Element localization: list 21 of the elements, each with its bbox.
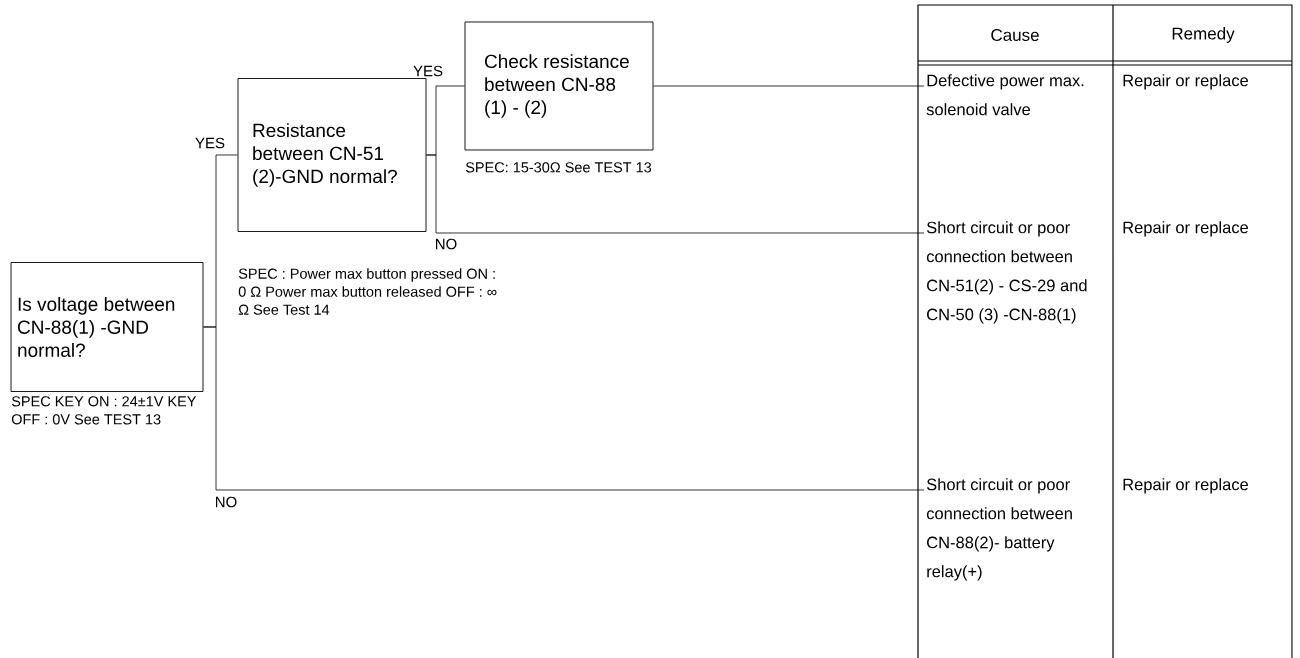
decision-box: Check resistance between CN-88 (1) - (2) [464, 21, 654, 151]
spec-note: SPEC KEY ON : 24±1V KEY OFF : 0V See TEST 13 [11, 396, 197, 425]
spec-note: SPEC : Power max button pressed ON : 0 Ω Power max button released OFF : ∞ Ω See Test 14 [238, 268, 497, 315]
decision-box: Is voltage between CN-88(1) -GND normal? [10, 262, 204, 392]
spec-note: SPEC: 15-30Ω See TEST 13 [465, 162, 652, 173]
connector-line [653, 85, 925, 87]
cause-text: Defective power max. solenoid valve [926, 74, 1084, 116]
connector-line [203, 326, 925, 491]
decision-box: Resistance between CN-51 (2)-GND normal? [237, 78, 427, 232]
remedy-text: Repair or replace [1123, 478, 1248, 494]
column-header: Remedy [1172, 27, 1235, 43]
edge-label: YES [412, 64, 444, 78]
remedy-text: Repair or replace [1123, 221, 1248, 237]
connector-line [426, 154, 925, 234]
column-header: Cause [991, 29, 1039, 41]
cause-text: Short circuit or poor connection between CN-88(2)- battery relay(+) [926, 478, 1072, 581]
edge-label: NO [433, 237, 459, 251]
remedy-text: Repair or replace [1123, 74, 1248, 90]
cause-text: Short circuit or poor connection between CN-51(2) - CS-29 and CN-50 (3) -CN-88(1) [926, 221, 1087, 324]
edge-label: NO [213, 495, 239, 509]
edge-label: YES [194, 136, 226, 150]
